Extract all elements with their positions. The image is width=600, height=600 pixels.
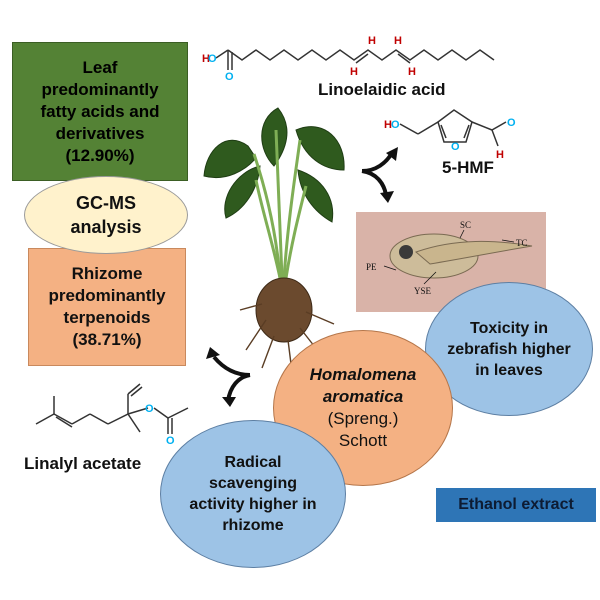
curved-arrow-icon [206, 347, 251, 407]
linalyl-acetate-label: Linalyl acetate [24, 454, 142, 473]
leaf-box-line: (12.90%) [65, 145, 135, 165]
leaf-box-line: predominantly [41, 79, 159, 99]
radical-line: activity higher in [189, 496, 317, 513]
leaf-shape [295, 126, 345, 171]
rhizome-shape [255, 277, 313, 343]
oxygen-atom: O [391, 119, 400, 131]
oxygen-atom: O [166, 435, 175, 447]
oxygen-atom: O [451, 141, 460, 153]
oxygen-atom: O [225, 71, 234, 83]
hydrogen-atom: H [368, 35, 376, 47]
plant-authority: Schott [338, 431, 388, 450]
rhizome-box-line: (38.71%) [72, 330, 142, 349]
gcms-analysis-ellipse: GC-MS analysis [24, 176, 188, 254]
oxygen-atom: O [507, 117, 516, 129]
plant-name-ellipse: Homalomena aromatica (Spreng.) Schott [273, 330, 453, 486]
curved-arrow-icon [361, 147, 398, 203]
leaf-box-line: Leaf [82, 57, 118, 77]
plant-authority: (Spreng.) [327, 409, 399, 428]
hydrogen-atom: H [384, 119, 392, 131]
linalyl-acetate-structure: O O [35, 383, 189, 447]
zebrafish-label-sc: SC [460, 220, 471, 230]
zebrafish-tail-shape [415, 240, 533, 265]
radical-scavenging-ellipse: Radical scavenging activity higher in rh… [160, 420, 346, 568]
radical-line: Radical [224, 454, 282, 471]
toxicity-line: zebrafish higher [447, 340, 571, 358]
leaf-shape [203, 139, 257, 178]
hydrogen-atom: H [394, 35, 402, 47]
zebrafish-label-tc: TC [516, 238, 528, 248]
rhizome-box-line: terpenoids [63, 308, 151, 327]
zebrafish-eye [399, 245, 413, 259]
leaf-composition-box: Leaf predominantly fatty acids and deriv… [12, 42, 188, 181]
plant-species: aromatica [322, 387, 404, 406]
toxicity-ellipse: Toxicity in zebrafish higher in leaves [425, 282, 593, 416]
leaf-shape [261, 107, 288, 167]
leaf-box-line: derivatives [55, 123, 145, 143]
gcms-line: analysis [70, 217, 142, 237]
zebrafish-label-yse: YSE [414, 286, 432, 296]
linoelaidic-acid-label: Linoelaidic acid [318, 80, 446, 99]
toxicity-line: Toxicity in [470, 319, 548, 337]
hydrogen-atom: H [350, 66, 358, 78]
leaf-shape [297, 169, 334, 223]
oxygen-atom: O [145, 403, 154, 415]
hydrogen-atom: H [408, 66, 416, 78]
hydrogen-atom: H [496, 149, 504, 161]
radical-line: scavenging [208, 475, 298, 492]
plant-illustration [203, 107, 345, 373]
hmf-structure: H O O O H [384, 109, 516, 161]
plant-genus: Homalomena [309, 365, 417, 384]
gcms-line: GC-MS [76, 193, 136, 213]
rhizome-box-line: predominantly [48, 286, 166, 305]
oxygen-atom: O [208, 53, 217, 65]
rhizome-box-line: Rhizome [71, 264, 143, 283]
radical-line: rhizome [222, 517, 284, 534]
ethanol-extract-label: Ethanol extract [436, 488, 596, 522]
rhizome-composition-box: Rhizome predominantly terpenoids (38.71%… [28, 248, 186, 366]
hmf-label: 5-HMF [442, 158, 494, 177]
hydrogen-atom: H [202, 53, 210, 65]
linoelaidic-acid-structure: H O O H H H H [202, 35, 495, 83]
toxicity-line: in leaves [475, 361, 543, 379]
leaf-shape [224, 165, 261, 219]
leaf-box-line: fatty acids and [40, 101, 160, 121]
zebrafish-label-pe: PE [366, 262, 377, 272]
